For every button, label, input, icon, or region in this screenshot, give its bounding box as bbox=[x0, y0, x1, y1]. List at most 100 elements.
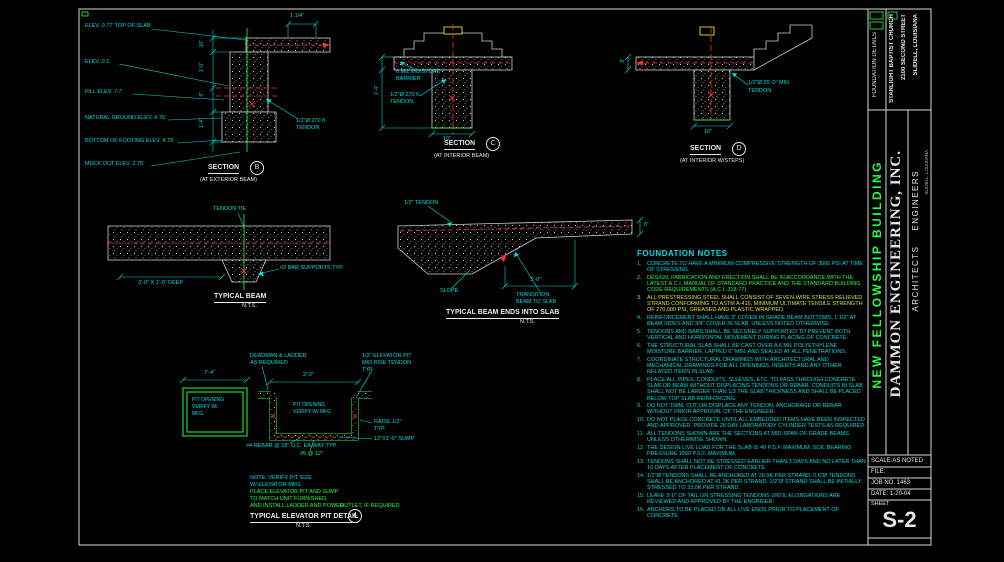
typical-beam-title: TYPICAL BEAM bbox=[214, 293, 267, 303]
tendon-callout: TENDON bbox=[296, 125, 320, 131]
tendon-tie-callout: TENDON TIE bbox=[213, 206, 247, 212]
note-text: LEAVE 3'-0" OF TAIL ON STRESSING TENDONS… bbox=[647, 492, 841, 506]
note-number: 16. bbox=[637, 506, 645, 513]
note-number: 2. bbox=[637, 274, 642, 281]
section-d-bubble: D bbox=[732, 142, 746, 156]
note-number: 15. bbox=[637, 492, 645, 499]
note-number: 7. bbox=[637, 356, 642, 363]
note-text: 1/2"Ø TENDONS SHALL BE ANCHORED AT 28.9K… bbox=[647, 472, 862, 492]
section-b-subtitle: (AT EXTERIOR BEAM) bbox=[200, 177, 257, 183]
pit-opening-label: VERIFY W/ MFG bbox=[293, 409, 331, 415]
dim-label: 10" bbox=[443, 136, 452, 142]
foundation-note: 5. TENDONS AND BARS SHALL BE SECURELY SUP… bbox=[637, 329, 866, 341]
bar-supports-callout: #3 BAR SUPPORTS TYP. bbox=[280, 265, 344, 271]
moisture-barrier-callout: 6 MIL MOISTURE bbox=[396, 69, 441, 75]
section-d-title: SECTION bbox=[690, 145, 722, 155]
pit-note-line: AND INSTALL LADDER AND POWER bbox=[250, 503, 344, 509]
transition-callout: TRANSITION bbox=[516, 292, 550, 298]
dim-label: 2'-2" bbox=[303, 372, 314, 378]
note-number: 5. bbox=[637, 329, 642, 336]
note-text: PLACE ALL PIPES, CONDUITS, SLEEVES, ETC.… bbox=[647, 376, 863, 402]
foundation-note: 10.DO NOT PLACE CONCRETE UNTIL ALL EMBED… bbox=[637, 417, 866, 429]
pit-note-line: PLACE ELEVATOR PIT AND SUMP bbox=[250, 489, 339, 495]
section-c-linework bbox=[378, 24, 513, 138]
note-text: DESIGN, FABRICATION AND ERECTION SHALL B… bbox=[647, 274, 861, 294]
dim-label: 1'-4" bbox=[374, 85, 380, 95]
beam-ends-scale: N.T.S. bbox=[520, 319, 535, 325]
pit-note-line: OUTLET, IF REQUIRED bbox=[340, 503, 400, 509]
elev-label: ELEV. 0.77' TOP OF SLAB bbox=[85, 23, 151, 29]
rebar-callout: #4 REBAR @ 18" O.C. EA WAY TYP. bbox=[246, 443, 337, 449]
section-b-title: SECTION bbox=[208, 164, 240, 174]
note-text: ANCHORS TO BE PLACED ON ALL LIVE ENDS PR… bbox=[647, 506, 839, 520]
section-d-subtitle: (AT INTERIOR W/STEPS) bbox=[680, 158, 745, 164]
beam-ends-linework bbox=[397, 205, 644, 293]
section-c-bubble: C bbox=[486, 137, 500, 151]
moisture-barrier-callout: BARRIER bbox=[396, 76, 421, 82]
foundation-notes: FOUNDATION NOTES 1. CONCRETE TO HAVE A MI… bbox=[637, 249, 866, 521]
tendon-callout: 1/2" TENDON bbox=[404, 200, 439, 206]
pit-opening-label: VERIFY W/ bbox=[192, 404, 218, 410]
midrise-tendon-callout: 1/2" ELEVATOR PIT bbox=[362, 353, 412, 359]
foundation-note: 4.REINFORCEMENT SHALL HAVE 3" COVER IN G… bbox=[637, 315, 866, 327]
note-text: THE STRUCTURAL SLAB SHALL BE CAST OVER A… bbox=[647, 342, 847, 356]
foundation-note: 1. CONCRETE TO HAVE A MINIMUM COMPRESSIVE… bbox=[637, 261, 866, 273]
typical-beam-scale: N.T.S. bbox=[242, 303, 257, 309]
dim-label: 10" bbox=[704, 129, 713, 135]
foundation-note: 12.THE DESIGN LIVE LOAD FOR THE SLAB IS … bbox=[637, 445, 866, 457]
elev-label: MUCK OUT ELEV. 2.75' bbox=[85, 161, 145, 167]
elev-label: NATURAL GROUND ELEV. 4.75' bbox=[85, 115, 166, 121]
foundation-note: 14.1/2"Ø TENDONS SHALL BE ANCHORED AT 28… bbox=[637, 473, 866, 492]
raise-callout: RAISE 1/2" bbox=[374, 419, 402, 425]
note-number: 11. bbox=[637, 431, 645, 438]
dim-label: 7'-4" bbox=[204, 370, 215, 376]
titleblock-sheet-title: FOUNDATION DETAILS bbox=[872, 32, 878, 98]
foundation-note: 7. COORDINATE STRUCTURAL DRAWINGS WITH AR… bbox=[637, 357, 866, 376]
elevator-pit-bubble: 4 bbox=[348, 509, 362, 523]
titleblock-date: DATE: 1-20-04 bbox=[871, 491, 911, 497]
note-text: TENDONS AND BARS SHALL BE SECURELY SUPPO… bbox=[647, 329, 851, 342]
note-number: 13. bbox=[637, 458, 645, 465]
note-number: 12. bbox=[637, 444, 645, 451]
section-c-subtitle: (AT INTERIOR BEAM) bbox=[434, 153, 490, 159]
foundation-note: 11.ALL TENDONS SHOWN ARE THE SECTIONS AT… bbox=[637, 431, 866, 443]
note-number: 1. bbox=[637, 261, 642, 267]
note-text: TENDONS SHALL NOT BE STRESSED EARLIER TH… bbox=[647, 458, 866, 472]
note-number: 8. bbox=[637, 376, 642, 383]
pit-note-line: TO MATCH UNIT FURNISHED, bbox=[250, 496, 328, 502]
pit-opening-label: MFG bbox=[192, 411, 204, 417]
slope-label: SLOPE bbox=[440, 288, 459, 294]
note-number: 9. bbox=[637, 403, 642, 410]
pit-opening-label: PIT OPENING bbox=[192, 397, 225, 403]
raise-callout: TYP. bbox=[374, 426, 386, 432]
note-text: COORDINATE STRUCTURAL DRAWINGS WITH ARCH… bbox=[647, 356, 842, 376]
titleblock-firm-name: DAMMON ENGINEERING, INC. bbox=[888, 150, 904, 398]
note-text: DO NOT TRIM, CUT OR DISPLACE ANY TENDON,… bbox=[647, 403, 842, 416]
foundation-note: 3.ALL PRESTRESSING STEEL SHALL CONSIST O… bbox=[637, 295, 866, 314]
sump-callout: 12"X1'-0" SUMP bbox=[374, 436, 415, 442]
note-text: THE DESIGN LIVE LOAD FOR THE SLAB IS 40 … bbox=[647, 444, 852, 458]
midrise-tendon-callout: MID RISE TENDON bbox=[362, 360, 412, 366]
foundation-notes-title: FOUNDATION NOTES bbox=[637, 249, 728, 258]
dim-label: 8" bbox=[199, 92, 205, 97]
note-number: 14. bbox=[637, 472, 645, 479]
note-text: ALL TENDONS SHOWN ARE THE SECTIONS AT MI… bbox=[647, 431, 849, 444]
dim-label: 1'-0" bbox=[199, 62, 205, 72]
elevator-pit-linework bbox=[179, 365, 373, 452]
note-number: 3. bbox=[637, 295, 642, 302]
titleblock-project-name: NEW FELLOWSHIP BUILDING bbox=[870, 160, 884, 389]
titleblock-job-number: JOB NO. 1463 bbox=[871, 480, 911, 486]
elev-label: ELEV. 0.1' bbox=[85, 59, 111, 65]
tendon-callout: TENDON bbox=[390, 99, 414, 105]
note-text: CONCRETE TO HAVE A MINIMUM COMPRESSIVE S… bbox=[647, 261, 864, 274]
pit-opening-label: PIT OPENING bbox=[293, 402, 326, 408]
foundation-note: 13.TENDONS SHALL NOT BE STRESSED EARLIER… bbox=[637, 459, 866, 471]
note-text: REINFORCEMENT SHALL HAVE 3" COVER IN GRA… bbox=[647, 315, 857, 328]
section-b-bubble: B bbox=[250, 161, 264, 175]
bars-callout: #5 @ 12" bbox=[300, 451, 323, 457]
foundation-note: 2. DESIGN, FABRICATION AND ERECTION SHALL… bbox=[637, 275, 866, 294]
titleblock-client-line: 2100 SECOND STREET bbox=[901, 14, 907, 81]
note-text: DO NOT PLACE CONCRETE UNTIL ALL EMBEDDED… bbox=[647, 417, 866, 430]
